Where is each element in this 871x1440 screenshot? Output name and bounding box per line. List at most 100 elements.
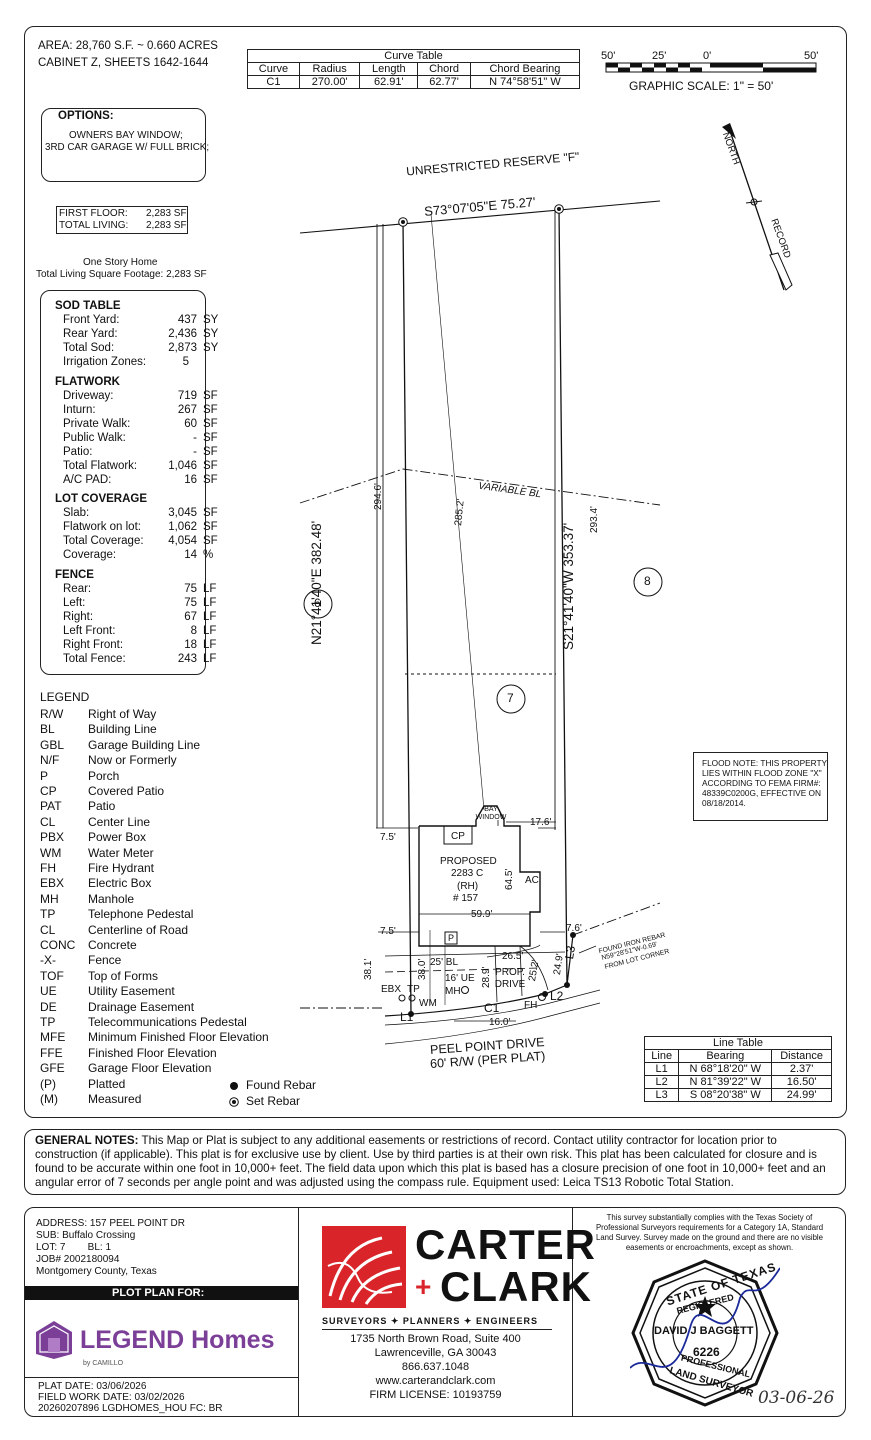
legend-meaning: Fire Hydrant — [88, 861, 155, 875]
proposed-label: PROPOSED — [440, 856, 497, 867]
found-rebar-symbol — [230, 1082, 238, 1090]
legend-abbr: BL — [40, 722, 55, 737]
curve-cell: 62.77' — [417, 75, 471, 89]
flatwork-unit: SF — [203, 446, 218, 458]
legend-abbr: N/F — [40, 753, 60, 768]
legend-abbr: EBX — [40, 876, 65, 891]
dim-7-6: 7.6' — [566, 923, 582, 934]
legend-meaning: Water Meter — [88, 845, 154, 860]
prop-drive-label: PROP. DRIVE — [494, 967, 526, 990]
covered-patio-label: CP — [451, 831, 465, 842]
plat-drawing — [299, 200, 663, 1045]
client-brand: LEGEND Homes — [80, 1326, 275, 1354]
graphic-scale-bar — [605, 62, 817, 73]
graphic-scale-caption: GRAPHIC SCALE: 1" = 50' — [629, 79, 774, 93]
address-line: Montgomery County, Texas — [36, 1266, 157, 1277]
general-notes-label: GENERAL NOTES: — [35, 1134, 139, 1147]
flatwork-label: Patio: — [63, 446, 93, 458]
sod-value: 2,873 — [168, 342, 197, 354]
legend-abbr: CP — [40, 784, 57, 798]
dim-17-6: 17.6' — [530, 817, 552, 828]
legend-meaning: Minimum Finished Floor Elevation — [88, 1030, 269, 1045]
company-tagline: SURVEYORS ✦ PLANNERS ✦ ENGINEERS — [322, 1316, 538, 1326]
flatwork-unit: SF — [203, 390, 218, 402]
curve-col-header: Length — [359, 62, 419, 76]
fh-label: FH — [524, 1000, 538, 1011]
area-text: AREA: 28,760 S.F. ~ 0.660 ACRES — [38, 40, 218, 52]
legend-meaning: Measured — [88, 1092, 142, 1106]
company-address: FIRM LICENSE: 10193759 — [369, 1389, 502, 1401]
legend-abbr: -X- — [40, 953, 56, 968]
flatwork-value: - — [193, 446, 197, 458]
scale-label: 50' — [601, 50, 616, 62]
legend-meaning: Garage Building Line — [88, 737, 201, 752]
legend-abbr: P — [40, 768, 49, 783]
date-line: PLAT DATE: 03/06/2026 — [38, 1381, 147, 1392]
dim-7-5-rear: 7.5' — [380, 832, 396, 843]
title-block — [24, 1207, 846, 1417]
company-plus-icon: + — [415, 1271, 432, 1302]
dim-28-9: 28.9' — [481, 966, 492, 988]
north-arrow — [722, 123, 793, 291]
flatwork-value: 60 — [184, 418, 197, 430]
company-name-bottom: CLARK — [440, 1263, 592, 1310]
fence-unit: LF — [203, 639, 217, 651]
flood-note-box — [693, 752, 828, 821]
date-line: 20260207896 LGDHOMES_HOU FC: BR — [38, 1403, 223, 1414]
l2-label: L2 — [550, 989, 564, 1003]
l3-label: L3 — [562, 944, 579, 961]
fence-unit: LF — [203, 625, 217, 637]
options-line: 3RD CAR GARAGE W/ FULL BRICK; — [45, 142, 210, 153]
sod-title: SOD TABLE — [55, 300, 121, 312]
flatwork-value: 719 — [177, 390, 197, 402]
legend-meaning: Center Line — [88, 814, 151, 829]
dim-16-0: 16.0' — [489, 1017, 511, 1028]
flatwork-unit: SF — [203, 460, 218, 472]
lot-number-8: 8 — [644, 574, 651, 588]
cabinet-text: CABINET Z, SHEETS 1642-1644 — [38, 57, 209, 69]
dim-26-5: 26.5' — [502, 951, 524, 962]
curve-cell: C1 — [247, 75, 300, 89]
flatwork-value: - — [193, 432, 197, 444]
legend-abbr: PBX — [40, 830, 65, 845]
ebx-label: EBX — [381, 984, 402, 995]
company-address: 1735 North Brown Road, Suite 400 — [350, 1333, 521, 1345]
compliance-line: Land Survey. Survey made on the ground a… — [596, 1233, 823, 1242]
total-living-sqft: Total Living Square Footage: 2,283 SF — [36, 269, 207, 280]
coverage-value: 4,054 — [168, 535, 197, 547]
tp-label: TP — [407, 984, 420, 995]
sod-value: 437 — [177, 314, 197, 326]
fence-unit: LF — [203, 583, 217, 595]
fence-value: 67 — [184, 611, 197, 623]
first-floor-label: FIRST FLOOR: — [59, 208, 128, 219]
flood-note-line: LIES WITHIN FLOOD ZONE "X" — [702, 768, 822, 778]
l1-label: L1 — [400, 1010, 414, 1024]
line-col-header: Distance — [771, 1049, 832, 1063]
scale-label: 0' — [703, 50, 712, 62]
fence-label: Right Front: — [63, 639, 124, 651]
line-table-title: Line Table — [644, 1036, 832, 1050]
legend-abbr: UE — [40, 984, 57, 999]
legend-meaning: Garage Floor Elevation — [88, 1061, 212, 1076]
address-line: JOB# 2002180094 — [36, 1254, 120, 1265]
options-box — [41, 108, 206, 182]
flatwork-label: Public Walk: — [63, 432, 126, 444]
bay-window-label: BAY WINDOW — [475, 806, 507, 821]
flood-note-line: 08/18/2014. — [702, 798, 746, 808]
sod-value: 2,436 — [168, 328, 197, 340]
coverage-unit: SF — [203, 535, 218, 547]
flatwork-unit: SF — [203, 418, 218, 430]
wm-label: WM — [419, 998, 437, 1009]
line-col-header: Line — [643, 1049, 680, 1063]
line-cell: N 68°18'20" W — [678, 1062, 773, 1076]
carter-clark-logo-mark — [322, 1226, 406, 1308]
line-cell: L2 — [643, 1075, 680, 1089]
legend-abbr: CL — [40, 922, 56, 937]
line-cell: N 81°39'22" W — [678, 1075, 773, 1089]
legend-abbr: GBL — [40, 737, 65, 752]
coverage-unit: SF — [203, 521, 218, 533]
legend-abbr: TOF — [40, 968, 64, 983]
flatwork-label: Total Flatwork: — [63, 460, 138, 472]
legend-abbr: CL — [40, 814, 56, 829]
legend-meaning: Drainage Easement — [88, 999, 195, 1014]
